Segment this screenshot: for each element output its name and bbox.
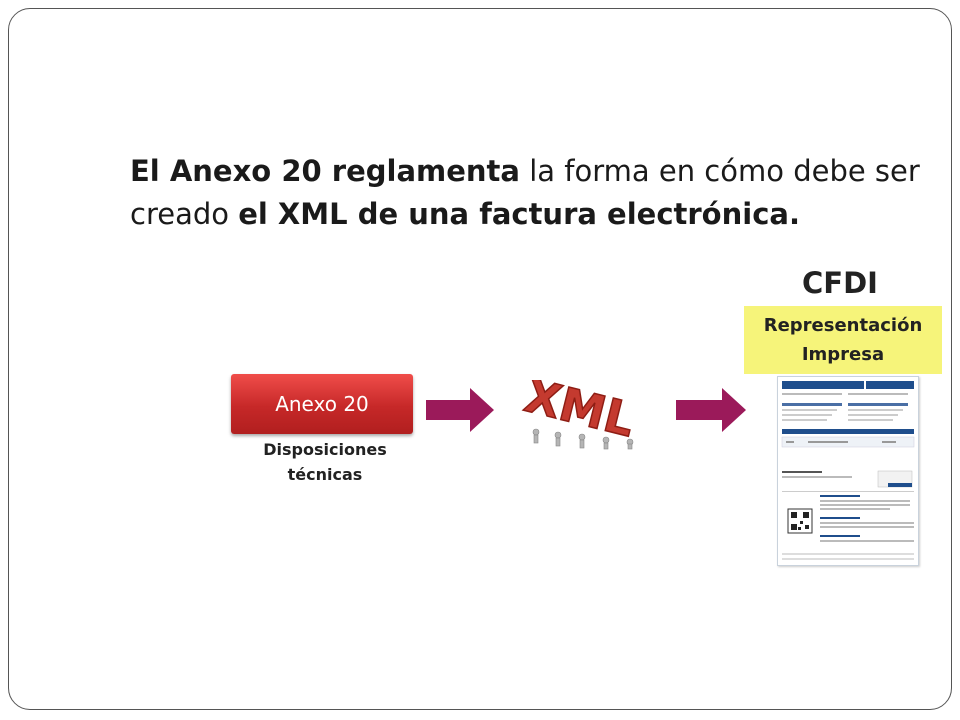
cfdi-label: CFDI	[802, 266, 878, 300]
representacion-box: Representación Impresa	[744, 306, 942, 374]
headline-bold-2: el XML de una factura electrónica.	[238, 197, 800, 231]
representacion-line-1: Representación	[763, 315, 923, 336]
headline-text: El Anexo 20 reglamenta la forma en cómo …	[130, 150, 920, 236]
right-arrow-icon	[676, 388, 746, 432]
anexo-20-button[interactable]: Anexo 20	[231, 374, 413, 434]
headline-bold-1: El Anexo 20 reglamenta	[130, 154, 520, 188]
headline-plain: la forma en cómo debe ser creado	[130, 154, 920, 231]
right-arrow-icon	[426, 388, 494, 432]
representacion-line-2: Impresa	[801, 344, 885, 365]
invoice-thumbnail	[777, 376, 919, 566]
slide-frame	[8, 8, 952, 710]
disposiciones-line-2: técnicas	[287, 465, 363, 484]
xml-logo-icon: XML	[519, 380, 641, 450]
disposiciones-label: Disposiciones técnicas	[240, 437, 410, 487]
disposiciones-line-1: Disposiciones	[263, 440, 387, 459]
